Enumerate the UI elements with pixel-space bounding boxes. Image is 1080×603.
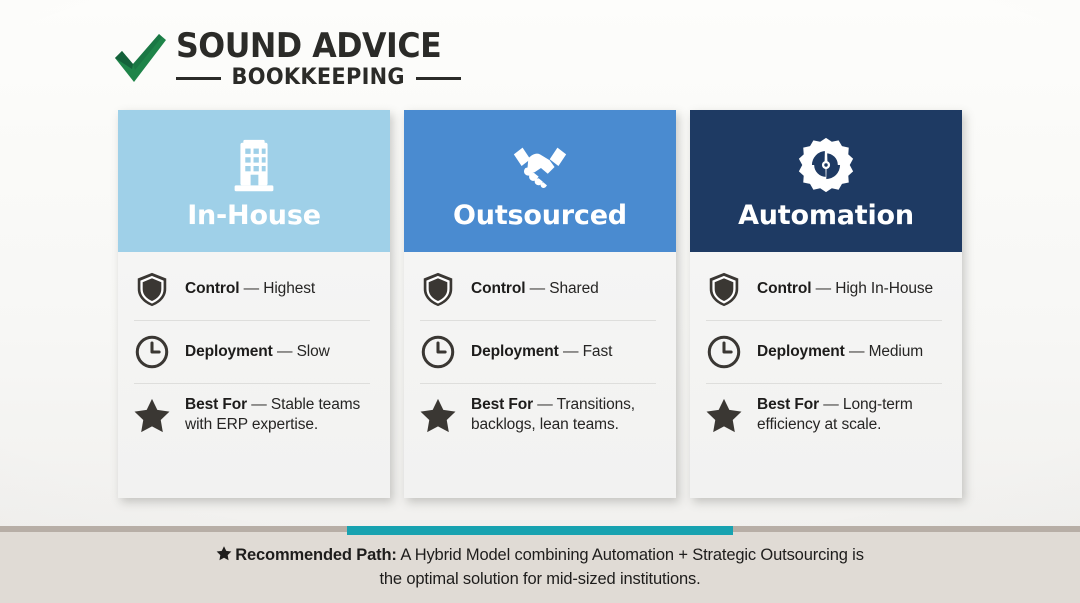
feature-control: Control — High In-House [704,258,946,320]
feature-label: Deployment [471,343,559,361]
feature-value: Fast [582,343,613,361]
feature-dash: — [562,343,579,361]
feature-divider [706,383,942,384]
feature-text: Control — Shared [471,279,599,299]
feature-text: Best For — Transitions, backlogs, lean t… [471,395,660,434]
comparison-cards: In-House Control — Highest [118,110,968,498]
feature-divider [134,320,370,321]
feature-dash: — [243,280,260,298]
star-icon [216,545,232,568]
feature-best-for: Best For — Transitions, backlogs, lean t… [418,384,660,446]
recommendation-label: Recommended Path: [235,546,397,565]
office-building-icon [223,135,285,197]
card-title-automation: Automation [738,200,914,232]
star-icon [418,395,458,435]
card-header-in-house: In-House [118,110,390,252]
feature-dash: — [823,396,839,414]
green-check-icon [112,31,168,89]
feature-control: Control — Highest [132,258,374,320]
feature-deployment: Deployment — Fast [418,321,660,383]
feature-text: Best For — Long-term efficiency at scale… [757,395,946,434]
feature-text: Control — High In-House [757,279,933,299]
card-in-house[interactable]: In-House Control — Highest [118,110,390,498]
shield-icon [704,269,744,309]
card-outsourced[interactable]: Outsourced Control — Shared [404,110,676,498]
feature-value: Long-term efficiency at scale. [757,396,913,433]
card-body-outsourced: Control — Shared Deployment — Fast [404,252,676,498]
feature-dash: — [276,343,293,361]
brand-logo: SOUND ADVICE BOOKKEEPING [112,22,462,94]
feature-deployment: Deployment — Medium [704,321,946,383]
recommendation-banner: Recommended Path: A Hybrid Model combini… [0,526,1080,603]
feature-text: Deployment — Medium [757,342,923,362]
recommendation-line1: A Hybrid Model combining Automation + St… [400,546,864,565]
feature-dash: — [537,396,553,414]
star-icon [132,395,172,435]
logo-rule-right [415,76,462,80]
feature-dash: — [251,396,267,414]
clock-icon [132,332,172,372]
feature-value: Highest [263,280,316,298]
feature-value: Slow [296,343,330,361]
shield-icon [132,269,172,309]
logo-rule-left [176,76,222,80]
feature-value: Transitions, backlogs, lean teams. [471,396,635,433]
card-header-automation: Automation [690,110,962,252]
shield-icon [418,269,458,309]
feature-label: Control [185,280,240,298]
brand-wordmark: SOUND ADVICE BOOKKEEPING [176,26,462,90]
card-body-automation: Control — High In-House Deployment — Med… [690,252,962,498]
feature-dash: — [529,280,546,298]
card-automation[interactable]: Automation Control — High In-House [690,110,962,498]
handshake-icon [509,135,571,197]
feature-dash: — [848,343,865,361]
clock-icon [704,332,744,372]
feature-value: Stable teams with ERP expertise. [185,396,361,433]
feature-label: Best For [757,396,820,414]
feature-label: Best For [185,396,248,414]
feature-text: Best For — Stable teams with ERP experti… [185,395,374,434]
feature-best-for: Best For — Long-term efficiency at scale… [704,384,946,446]
feature-text: Control — Highest [185,279,315,299]
gear-gauge-icon [795,135,857,197]
brand-subtitle: BOOKKEEPING [231,65,406,90]
feature-label: Deployment [185,343,273,361]
brand-name: SOUND ADVICE [176,26,442,66]
feature-divider [420,383,656,384]
star-icon [704,395,744,435]
feature-label: Control [471,280,526,298]
feature-value: Shared [549,280,599,298]
feature-control: Control — Shared [418,258,660,320]
feature-label: Control [757,280,812,298]
card-body-in-house: Control — Highest Deployment — Slow [118,252,390,498]
feature-text: Deployment — Fast [471,342,612,362]
feature-divider [134,383,370,384]
feature-best-for: Best For — Stable teams with ERP experti… [132,384,374,446]
feature-divider [706,320,942,321]
feature-divider [420,320,656,321]
feature-deployment: Deployment — Slow [132,321,374,383]
feature-dash: — [815,280,832,298]
recommendation-text: Recommended Path: A Hybrid Model combini… [216,544,864,591]
feature-value: High In-House [835,280,934,298]
feature-text: Deployment — Slow [185,342,330,362]
feature-label: Best For [471,396,534,414]
card-header-outsourced: Outsourced [404,110,676,252]
clock-icon [418,332,458,372]
recommendation-line2: the optimal solution for mid-sized insti… [379,569,701,588]
brand-subtitle-row: BOOKKEEPING [176,65,462,90]
feature-label: Deployment [757,343,845,361]
teal-accent-bar [347,526,733,535]
feature-value: Medium [868,343,924,361]
card-title-outsourced: Outsourced [453,200,627,232]
card-title-in-house: In-House [187,200,321,232]
